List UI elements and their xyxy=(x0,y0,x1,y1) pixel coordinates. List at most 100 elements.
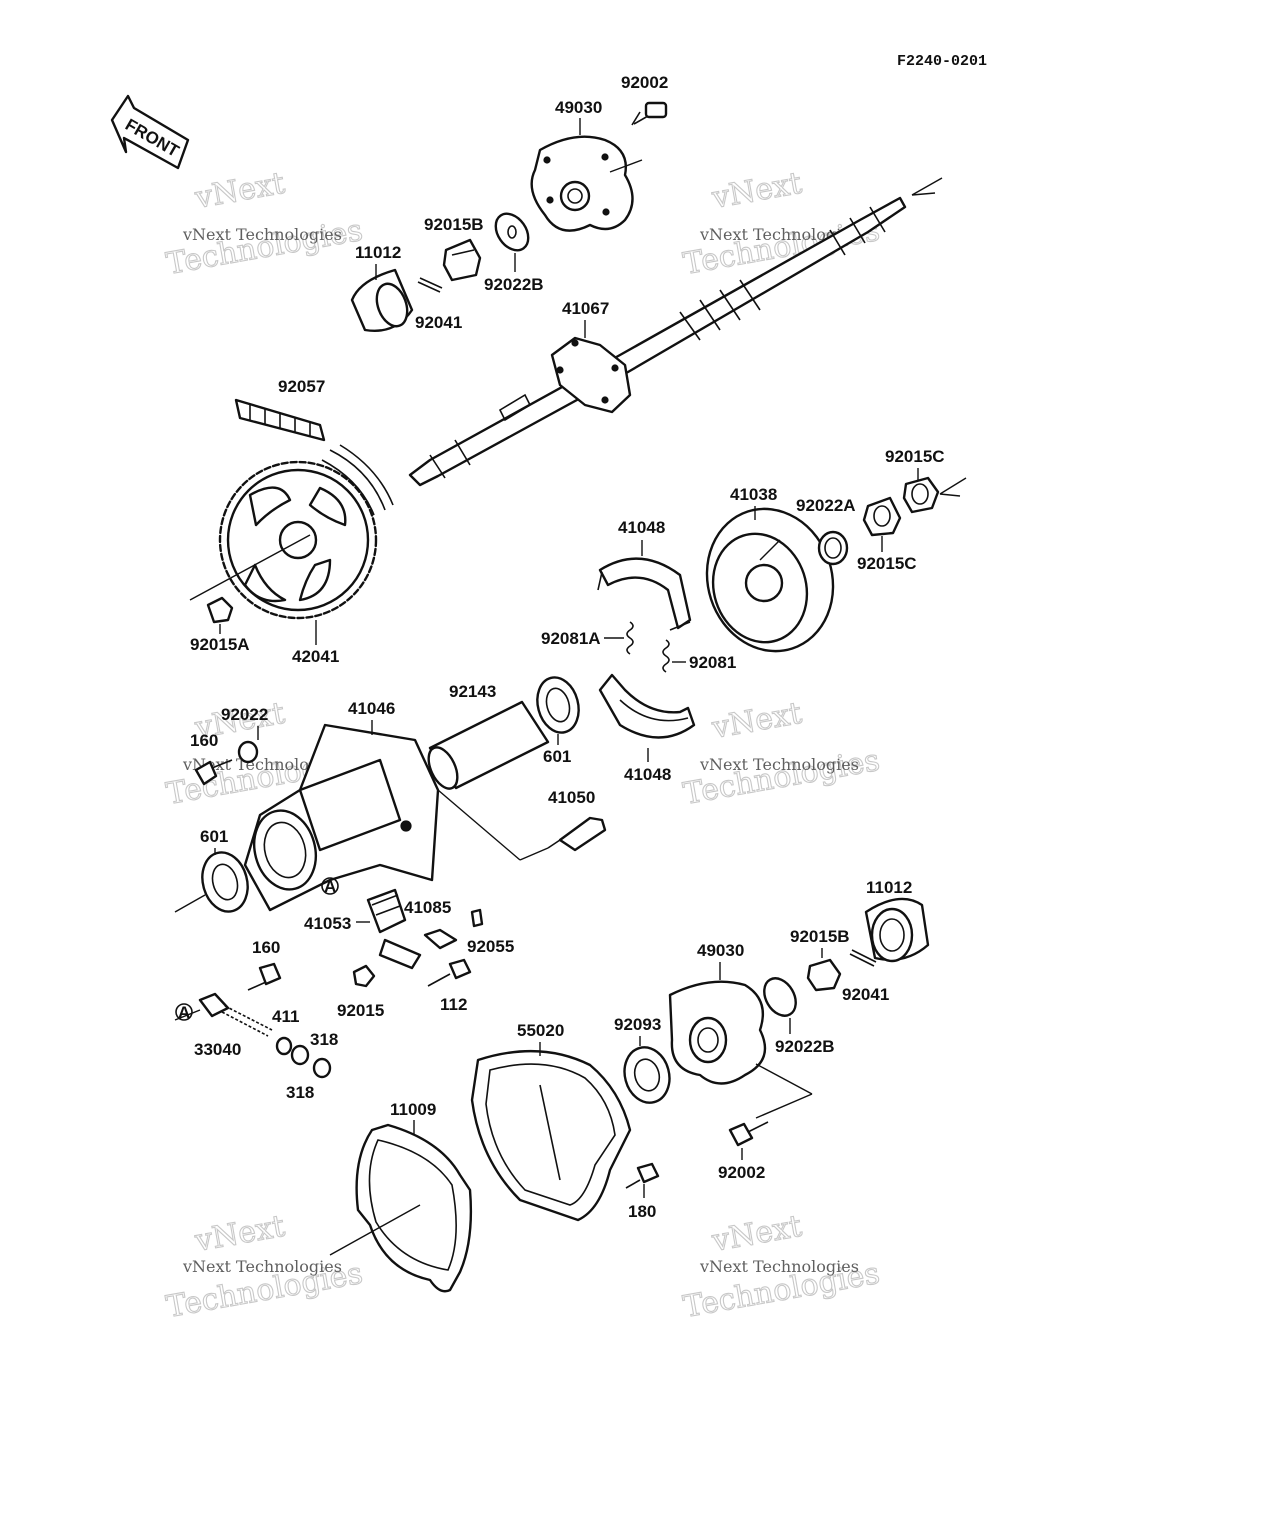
brake-drum-41038 xyxy=(705,507,835,653)
label-41038: 41038 xyxy=(730,485,777,504)
label-160-bot: 160 xyxy=(252,938,280,957)
svg-text:vNext: vNext xyxy=(192,166,288,216)
oil-seal-92093 xyxy=(623,1046,671,1104)
nut-92015A xyxy=(206,596,234,624)
nut-318-b xyxy=(312,1057,332,1079)
label-92022B-bot: 92022B xyxy=(775,1037,835,1056)
hub-cap-11012-bottom xyxy=(864,897,930,963)
nut-318-a xyxy=(290,1044,310,1066)
hub-flange-49030-top xyxy=(530,135,643,232)
svg-text:Technologies: Technologies xyxy=(681,743,883,812)
rear-axle-41067 xyxy=(408,177,943,487)
hub-cap-11012-top xyxy=(350,268,414,332)
label-92055: 92055 xyxy=(467,937,514,956)
sprocket-42041 xyxy=(189,460,378,620)
label-180: 180 xyxy=(628,1202,656,1221)
spring-92081A xyxy=(626,621,634,655)
washer-92022B-bottom xyxy=(763,977,797,1017)
svg-text:vNext Technologies: vNext Technologies xyxy=(182,1257,342,1276)
label-601-mid: 601 xyxy=(543,747,571,766)
label-92015C-top: 92015C xyxy=(885,447,945,466)
label-41048-bot: 41048 xyxy=(624,765,671,784)
nut-92015C-a xyxy=(862,496,902,537)
svg-text:vNext Technologies: vNext Technologies xyxy=(182,225,342,244)
brake-cam-41050 xyxy=(547,816,607,852)
washer-92022 xyxy=(237,740,259,764)
svg-text:Technologies: Technologies xyxy=(164,213,366,282)
label-41085: 41085 xyxy=(404,898,451,917)
axle-housing-41046 xyxy=(243,723,549,912)
label-41067: 41067 xyxy=(562,299,609,318)
cotter-pin-92041-top xyxy=(417,277,443,293)
svg-text:vNext Technologies: vNext Technologies xyxy=(182,755,342,774)
label-92041-top: 92041 xyxy=(415,313,462,332)
label-92022B-top: 92022B xyxy=(484,275,544,294)
label-92093: 92093 xyxy=(614,1015,661,1034)
bearing-601-left xyxy=(174,851,249,913)
label-92143: 92143 xyxy=(449,682,496,701)
label-49030-bot: 49030 xyxy=(697,941,744,960)
label-318-a: 318 xyxy=(310,1030,338,1049)
label-11012-top: 11012 xyxy=(355,243,401,262)
svg-text:vNext Technologies: vNext Technologies xyxy=(699,755,859,774)
svg-text:A: A xyxy=(324,877,336,896)
svg-text:vNext: vNext xyxy=(709,166,805,216)
label-92015: 92015 xyxy=(337,1001,384,1020)
pin-92055 xyxy=(470,908,484,928)
svg-text:vNext: vNext xyxy=(709,696,805,746)
bolt-180 xyxy=(625,1162,660,1189)
label-92022: 92022 xyxy=(221,705,268,724)
cotter-pin-92041-bottom xyxy=(849,949,877,967)
label-41048-top: 41048 xyxy=(618,518,665,537)
label-112: 112 xyxy=(440,995,467,1014)
bolt-160-bottom xyxy=(247,962,282,991)
svg-text:vNext: vNext xyxy=(709,1209,805,1259)
brake-cover-55020 xyxy=(470,1049,632,1222)
spring-92081 xyxy=(662,639,670,673)
label-92057: 92057 xyxy=(278,377,325,396)
label-92002-bot: 92002 xyxy=(718,1163,765,1182)
label-92022A: 92022A xyxy=(796,496,856,515)
lever-41053 xyxy=(366,888,422,970)
castle-nut-92015B-bottom xyxy=(806,958,842,992)
label-92041-bot: 92041 xyxy=(842,985,889,1004)
washer-92022A xyxy=(817,530,849,566)
plate-41085 xyxy=(423,928,458,950)
front-arrow-icon: FRONT xyxy=(110,94,190,170)
label-49030-top: 49030 xyxy=(555,98,602,117)
washer-92022B-top xyxy=(494,212,530,252)
bolt-112 xyxy=(427,958,472,987)
label-160-top: 160 xyxy=(190,731,218,750)
label-41050: 41050 xyxy=(548,788,595,807)
diagram-code: F2240-0201 xyxy=(897,53,987,70)
marker-a-housing: A xyxy=(321,877,339,896)
label-92002-top: 92002 xyxy=(621,73,668,92)
label-41053: 41053 xyxy=(304,914,351,933)
svg-text:A: A xyxy=(178,1003,190,1022)
label-11012-bot: 11012 xyxy=(866,878,912,897)
label-55020: 55020 xyxy=(517,1021,564,1040)
label-92015A: 92015A xyxy=(190,635,250,654)
drive-chain-92057 xyxy=(234,398,394,516)
hub-flange-49030-bottom xyxy=(668,980,767,1085)
washer-411 xyxy=(275,1036,293,1056)
label-92081A: 92081A xyxy=(541,629,601,648)
label-41046: 41046 xyxy=(348,699,395,718)
sleeve-92143 xyxy=(427,700,550,790)
svg-text:vNext Technologies: vNext Technologies xyxy=(699,225,859,244)
nut-92015 xyxy=(352,964,376,988)
bolt-92002-bottom xyxy=(728,1063,813,1147)
label-92015C-bot: 92015C xyxy=(857,554,917,573)
label-92015B-bot: 92015B xyxy=(790,927,850,946)
label-33040: 33040 xyxy=(194,1040,241,1059)
bolt-160-top xyxy=(194,759,233,786)
svg-text:vNext: vNext xyxy=(192,1209,288,1259)
gasket-11009 xyxy=(329,1123,473,1293)
label-318-b: 318 xyxy=(286,1083,314,1102)
bearing-601-mid xyxy=(536,676,580,734)
label-42041: 42041 xyxy=(292,647,339,666)
label-411: 411 xyxy=(272,1007,299,1026)
castle-nut-92015B-top xyxy=(442,238,482,282)
marker-a-rod: A xyxy=(175,1003,193,1022)
